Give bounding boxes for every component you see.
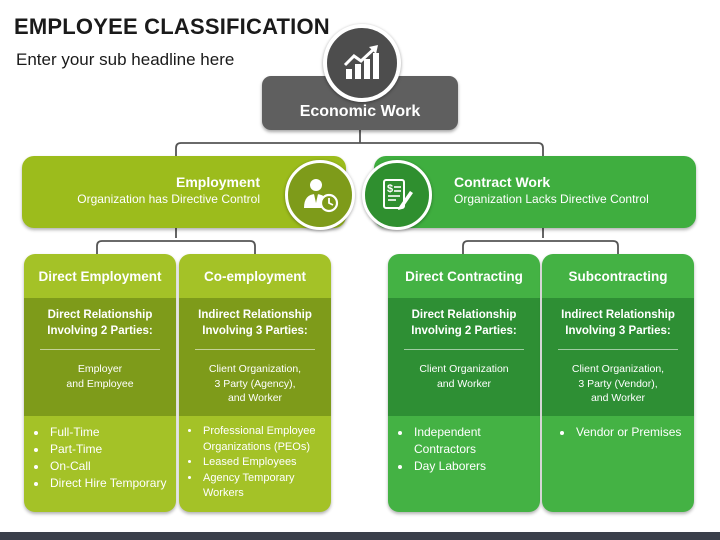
direct-employment-relation-panel: Direct Relationship Involving 2 Parties:… [24, 298, 176, 416]
direct-employment-relation: Direct Relationship Involving 2 Parties: [47, 309, 153, 337]
subcontracting-bullets: Vendor or Premises [542, 424, 694, 441]
employment-subtitle: Organization has Directive Control [77, 192, 260, 206]
economic-work-label: Economic Work [299, 103, 421, 120]
divider [404, 349, 524, 350]
co-employment-relation: Indirect Relationship Involving 3 Partie… [198, 309, 312, 337]
list-item: On-Call [48, 458, 176, 475]
direct-employment-parties: Employer and Employee [24, 362, 176, 391]
list-item: Direct Hire Temporary [48, 475, 176, 492]
party-line: Employer [77, 363, 123, 375]
party-line: and Employee [66, 377, 134, 390]
co-employment-card: Co-employment Indirect Relationship Invo… [179, 254, 331, 512]
party-line: and Worker [227, 392, 283, 404]
direct-employment-bullets: Full-Time Part-Time On-Call Direct Hire … [24, 424, 176, 492]
page-subtitle: Enter your sub headline here [16, 50, 235, 69]
party-line: Client Organization [419, 363, 509, 375]
contract-work-title: Contract Work [454, 174, 551, 190]
employment-title: Employment [175, 174, 260, 190]
co-employment-bullets: Professional Employee Organizations (PEO… [179, 424, 331, 502]
list-item: Professional Employee Organizations (PEO… [201, 424, 331, 455]
party-line: and Worker [590, 392, 646, 404]
subcontracting-parties: Client Organization, 3 Party (Vendor), a… [542, 362, 694, 406]
page-title: EMPLOYEE CLASSIFICATION [14, 14, 330, 39]
contract-document-icon: $ [362, 160, 432, 230]
direct-contracting-relation-panel: Direct Relationship Involving 2 Parties:… [388, 298, 540, 416]
subcontracting-card: Subcontracting Indirect Relationship Inv… [542, 254, 694, 512]
employee-clock-icon [285, 160, 355, 230]
party-line: and Worker [436, 377, 492, 390]
footer-bar [0, 532, 720, 540]
direct-contracting-relation: Direct Relationship Involving 2 Parties: [411, 309, 517, 337]
direct-contracting-bullets: Independent Contractors Day Laborers [388, 424, 540, 475]
party-line: 3 Party (Agency), [214, 377, 296, 390]
growth-chart-icon [323, 24, 401, 102]
co-employment-parties: Client Organization, 3 Party (Agency), a… [179, 362, 331, 406]
divider [40, 349, 160, 350]
direct-contracting-parties: Client Organization and Worker [388, 362, 540, 391]
list-item: Independent Contractors [412, 424, 540, 458]
co-employment-title: Co-employment [203, 268, 306, 284]
direct-employment-card: Direct Employment Direct Relationship In… [24, 254, 176, 512]
direct-employment-title: Direct Employment [38, 268, 162, 284]
party-line: 3 Party (Vendor), [578, 377, 658, 390]
list-item: Full-Time [48, 424, 176, 441]
party-line: Client Organization, [208, 363, 302, 375]
subcontracting-relation: Indirect Relationship Involving 3 Partie… [561, 309, 675, 337]
list-item: Agency Temporary Workers [201, 471, 331, 502]
party-line: Client Organization, [571, 363, 665, 375]
contract-work-subtitle: Organization Lacks Directive Control [454, 192, 649, 206]
divider [195, 349, 315, 350]
list-item: Part-Time [48, 441, 176, 458]
divider [558, 349, 678, 350]
subcontracting-relation-panel: Indirect Relationship Involving 3 Partie… [542, 298, 694, 416]
list-item: Leased Employees [201, 455, 331, 471]
direct-contracting-title: Direct Contracting [405, 268, 523, 284]
list-item: Day Laborers [412, 458, 540, 475]
svg-text:$: $ [387, 183, 393, 195]
direct-contracting-card: Direct Contracting Direct Relationship I… [388, 254, 540, 512]
co-employment-relation-panel: Indirect Relationship Involving 3 Partie… [179, 298, 331, 416]
list-item: Vendor or Premises [574, 424, 694, 441]
subcontracting-title: Subcontracting [568, 268, 668, 284]
